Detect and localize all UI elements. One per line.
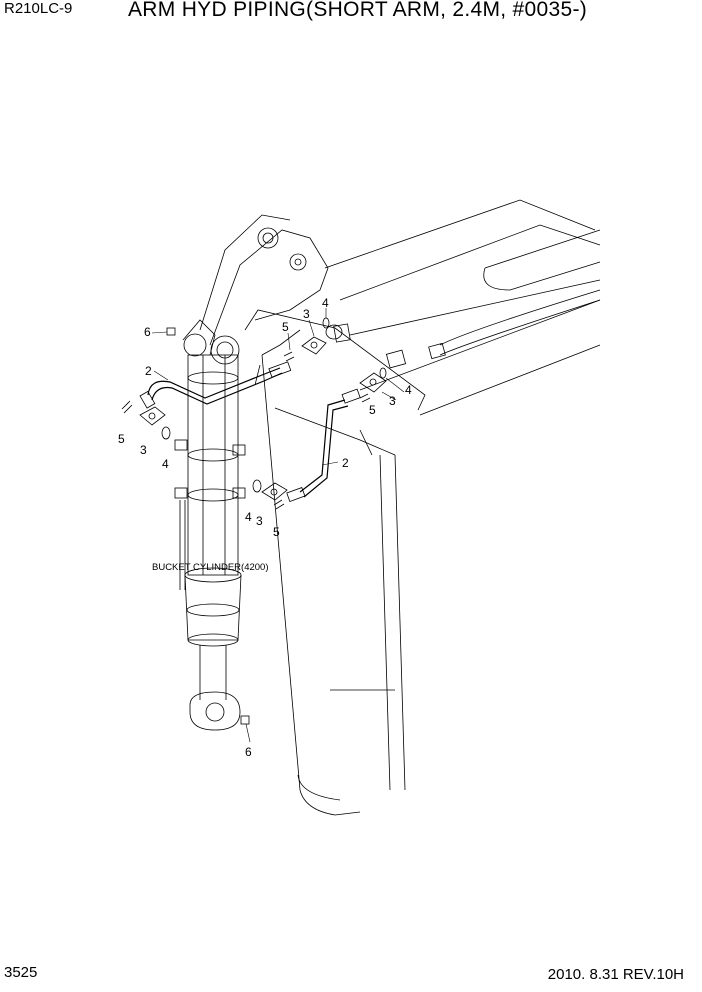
arm-pivot-plate bbox=[199, 214, 329, 365]
callout-hose-left: 2 bbox=[145, 364, 152, 378]
callout-bolt-upper-left: 5 bbox=[118, 432, 125, 446]
page-title: ARM HYD PIPING(SHORT ARM, 2.4M, #0035-) bbox=[128, 0, 588, 21]
boom bbox=[324, 199, 601, 416]
callout-bolt-upper-right: 5 bbox=[369, 403, 376, 417]
revision-date: 2010. 8.31 REV.10H bbox=[547, 966, 684, 983]
callout-oring-upper-left: 4 bbox=[162, 457, 169, 471]
hose-right bbox=[286, 388, 361, 503]
arm-body bbox=[244, 309, 426, 816]
hose-left bbox=[139, 361, 292, 409]
callout-flange-lower: 3 bbox=[256, 514, 263, 528]
callout-bolt-upper-center: 5 bbox=[282, 320, 289, 334]
callout-oring-upper-center: 4 bbox=[322, 296, 329, 310]
bucket-cylinder-label: BUCKET CYLINDER(4200) bbox=[152, 562, 269, 573]
callout-flange-upper-left: 3 bbox=[140, 443, 147, 457]
callout-bolt-lower: 5 bbox=[273, 525, 280, 539]
callout-flange-upper-center: 3 bbox=[303, 307, 310, 321]
callout-grease-lower: 6 bbox=[245, 745, 252, 759]
callout-flange-upper-right: 3 bbox=[389, 394, 396, 408]
bucket-cylinder bbox=[174, 319, 246, 731]
callout-grease-upper: 6 bbox=[144, 325, 151, 339]
callout-oring-upper-right: 4 bbox=[405, 383, 412, 397]
model-number: R210LC-9 bbox=[4, 0, 73, 17]
leader-lines bbox=[151, 308, 405, 743]
fittings bbox=[121, 317, 446, 725]
callout-oring-lower: 4 bbox=[245, 510, 252, 524]
callout-hose-right: 2 bbox=[342, 456, 349, 470]
page-number: 3525 bbox=[4, 964, 38, 981]
